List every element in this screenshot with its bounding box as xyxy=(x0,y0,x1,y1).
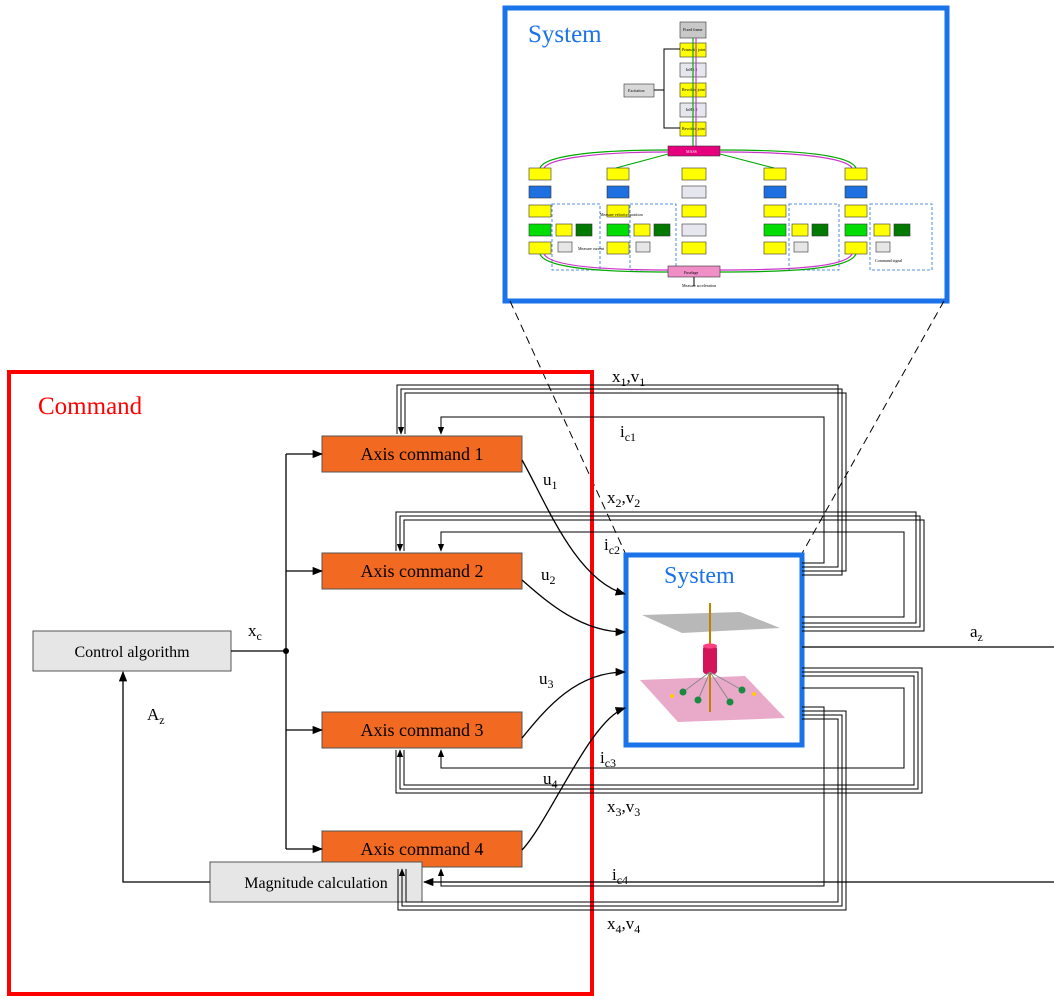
u2-label: u2 xyxy=(541,565,556,587)
magnitude-calculation-box xyxy=(209,861,423,903)
u1-label: u1 xyxy=(543,470,558,492)
u4-label: u4 xyxy=(543,769,558,791)
inset-inertia-2-label: InHS 2 xyxy=(686,107,697,112)
ic4-label: ic4 xyxy=(612,865,628,887)
inset-revolute-2-label: Revolute joint xyxy=(682,126,706,131)
x4v4-label: x4,v4 xyxy=(607,914,640,936)
feedback-loop-4 xyxy=(397,706,847,911)
system-main-title: System xyxy=(664,563,735,589)
x2v2-label: x2,v2 xyxy=(607,488,640,510)
u3-label: u3 xyxy=(539,669,554,691)
axis-command-4-label: Axis command 4 xyxy=(361,839,484,859)
mechanism-illustration xyxy=(640,603,785,722)
az-feedback-line xyxy=(118,670,210,883)
command-frame-title: Command xyxy=(38,393,143,420)
inset-excitation-label: Excitation xyxy=(628,88,644,93)
command-frame xyxy=(7,370,594,996)
zoom-line-right xyxy=(799,300,945,558)
az-label: az xyxy=(970,622,983,644)
inset-fixed-frame-label: Fixed frame xyxy=(683,27,703,32)
inset-revolute-1-label: Revolute joint xyxy=(682,87,706,92)
system-inset-title: System xyxy=(528,21,602,48)
ic1-label: ic1 xyxy=(620,422,636,444)
system-inset: System Fixed frame Prismatic joint InHS … xyxy=(502,5,950,304)
axis-command-2-box xyxy=(321,552,523,590)
ic2-label: ic2 xyxy=(604,535,620,557)
system-inset-schematic: Fixed frame Prismatic joint InHS 1 Revol… xyxy=(528,21,933,288)
feedback-loop-1 xyxy=(396,384,847,576)
magnitude-calculation-label: Magnitude calculation xyxy=(244,875,388,892)
u2-wire xyxy=(521,579,627,637)
u4-wire xyxy=(521,707,626,851)
inset-measure-current-label: Measure current xyxy=(578,246,605,251)
inset-fuselage-label: Fuselage xyxy=(684,270,698,275)
feedback-loop-3 xyxy=(395,667,923,794)
xc-label: xc xyxy=(248,621,262,643)
u3-wire xyxy=(521,667,627,739)
control-algorithm-box xyxy=(32,630,232,672)
x1v1-label: x1,v1 xyxy=(612,367,645,389)
inset-command-signal-label: Command signal xyxy=(875,258,903,263)
x3v3-label: x3,v3 xyxy=(607,797,640,819)
feedback-loop-2 xyxy=(395,511,925,632)
inset-measure-velocity-label: Measure velocity/ position xyxy=(600,212,643,217)
Az-label: Az xyxy=(147,705,165,727)
inset-mass-label: MASS xyxy=(686,149,697,154)
zoom-line-left xyxy=(509,300,628,558)
axis-command-1-box xyxy=(321,435,523,473)
system-main: System xyxy=(623,552,805,748)
axis-command-4-box xyxy=(321,830,523,868)
inset-inertia-1-label: InHS 1 xyxy=(686,67,697,72)
u1-wire xyxy=(521,459,627,596)
axis-command-3-label: Axis command 3 xyxy=(361,720,484,740)
axis-command-2-label: Axis command 2 xyxy=(361,561,484,581)
axis-command-1-label: Axis command 1 xyxy=(361,444,484,464)
inset-prismatic-label: Prismatic joint xyxy=(682,47,706,52)
ic3-label: ic3 xyxy=(600,748,616,770)
inset-measure-acceleration-label: Measure acceleration xyxy=(682,283,716,288)
inset-mass xyxy=(667,145,721,157)
control-algorithm-label: Control algorithm xyxy=(74,644,190,661)
